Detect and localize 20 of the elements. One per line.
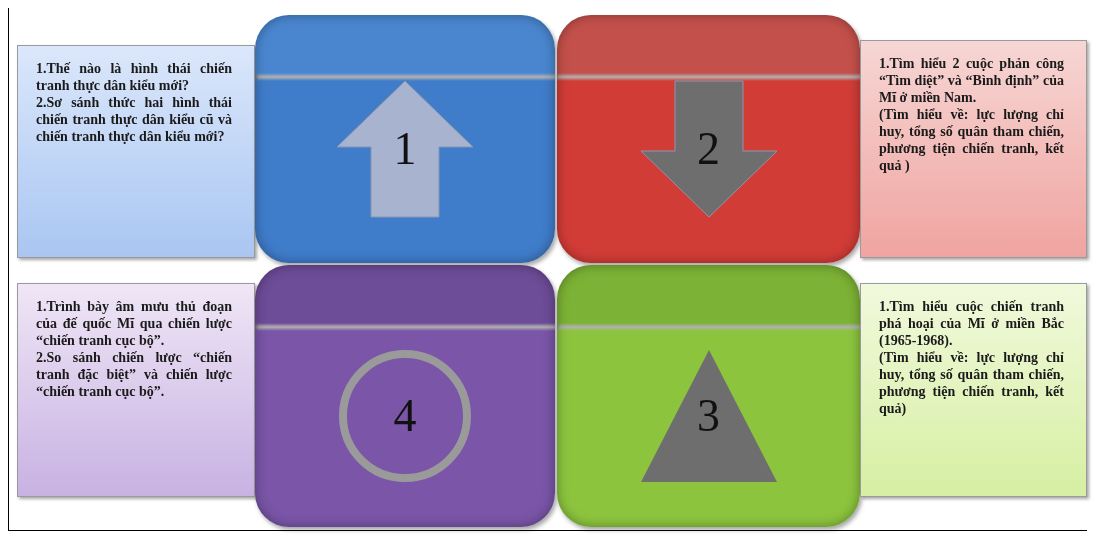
- question-text: 2.So sánh chiến lược “chiến tranh đặc biệt” và chiến lược “chiến tranh cục bộ”.: [36, 349, 232, 400]
- number-tile: [255, 15, 555, 263]
- text-card: [17, 45, 255, 258]
- step-number: 4: [392, 391, 418, 441]
- question-text: 1.Trình bày âm mưu thủ đoạn của đế quốc Mĩ qua chiến lược “chiến tranh cục bộ”.: [36, 298, 232, 349]
- question-text: 2.Sơ sánh thức hai hình thái chiến tranh thực dân kiểu cũ và chiến tranh thực dân kiểu mới?: [36, 94, 232, 145]
- step-number: 3: [696, 391, 721, 441]
- question-text: 1.Thế nào là hình thái chiến tranh thực dân kiểu mới?: [36, 60, 232, 94]
- question-text: (Tìm hiểu về: lực lượng chỉ huy, tổng số quân tham chiến, phương tiện chiến tranh, kết quả): [879, 349, 1064, 417]
- question-text: 1.Tìm hiểu 2 cuộc phản công “Tìm diệt” và “Bình định” của Mĩ ở miền Nam.: [879, 55, 1064, 106]
- step-number: 2: [696, 124, 721, 174]
- number-tile: [557, 265, 860, 527]
- text-card: [860, 283, 1087, 497]
- text-card: [860, 40, 1087, 258]
- text-card: [17, 283, 255, 497]
- number-tile: [557, 15, 860, 263]
- question-text: 1.Tìm hiểu cuộc chiến tranh phá hoại của Mĩ ở miền Bắc (1965-1968).: [879, 298, 1064, 349]
- step-number: 1: [392, 124, 418, 174]
- number-tile: [255, 265, 555, 527]
- question-text: (Tìm hiểu về: lực lượng chỉ huy, tổng số quân tham chiến, phương tiện chiến tranh, kết quả ): [879, 106, 1064, 174]
